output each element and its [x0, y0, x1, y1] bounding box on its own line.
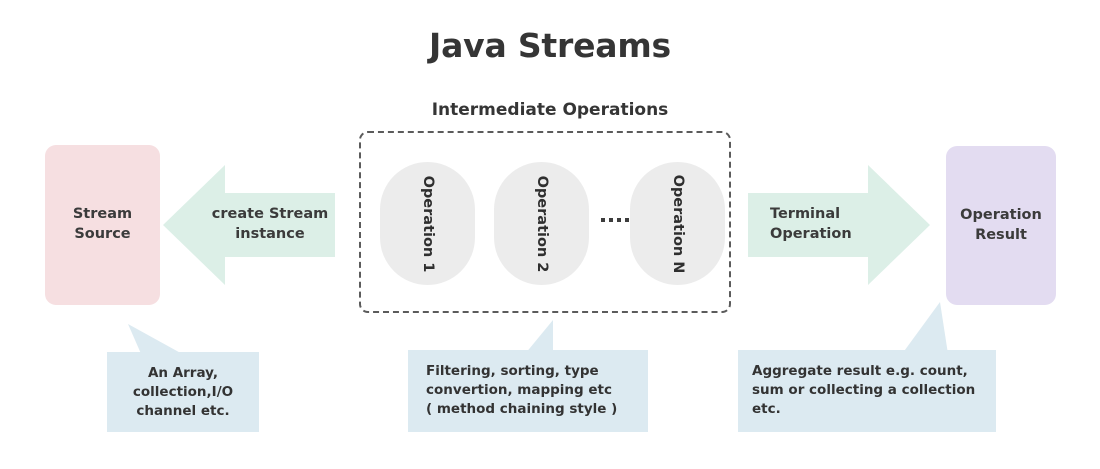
terminal-operation-arrow	[748, 163, 930, 287]
create-stream-arrow	[163, 163, 335, 287]
callout-tail-operations	[520, 312, 600, 358]
stream-source-label: Stream Source	[72, 206, 133, 242]
callout-tail-source	[106, 310, 196, 360]
operation-pill-n-label: Operation N	[669, 174, 686, 273]
intermediate-operations-container: Operation 1 Operation 2 Operation N	[359, 131, 731, 313]
callout-terminal-line1: Aggregate result e.g. count,	[752, 363, 968, 379]
callout-source-line3: channel etc.	[136, 403, 230, 420]
operation-pill-2[interactable]: Operation 2	[494, 162, 589, 285]
operation-pill-2-label: Operation 2	[533, 175, 550, 272]
callout-terminal-line2: sum or collecting a collection	[752, 382, 976, 399]
terminal-operation-arrow-label: Terminal Operation	[770, 206, 852, 242]
callout-source-line1: An Array,	[147, 365, 219, 381]
callout-operations-line3: ( method chaining style )	[426, 401, 618, 418]
create-stream-arrow-label: create Stream instance	[211, 206, 329, 242]
callout-operations-examples: Filtering, sorting, type convertion, map…	[408, 350, 648, 432]
callout-source-examples: An Array, collection,I/O channel etc.	[107, 352, 259, 432]
operation-pill-n[interactable]: Operation N	[630, 162, 725, 285]
operation-result-label: Operation Result	[960, 206, 1042, 243]
callout-terminal-line3: etc.	[752, 401, 781, 418]
operation-pill-1[interactable]: Operation 1	[380, 162, 475, 285]
callout-operations-line2: convertion, mapping etc	[426, 382, 613, 399]
operation-pill-1-label: Operation 1	[419, 175, 436, 272]
stream-source-box[interactable]: Stream Source	[45, 145, 160, 305]
callout-source-line2: collection,I/O	[132, 384, 234, 401]
operation-result-box[interactable]: Operation Result	[946, 146, 1056, 305]
callout-tail-terminal	[880, 300, 980, 360]
section-title-intermediate-operations: Intermediate Operations	[431, 100, 669, 120]
callout-terminal-examples: Aggregate result e.g. count, sum or coll…	[738, 350, 996, 432]
callout-operations-line1: Filtering, sorting, type	[426, 363, 599, 379]
page-title: Java Streams	[429, 26, 671, 65]
